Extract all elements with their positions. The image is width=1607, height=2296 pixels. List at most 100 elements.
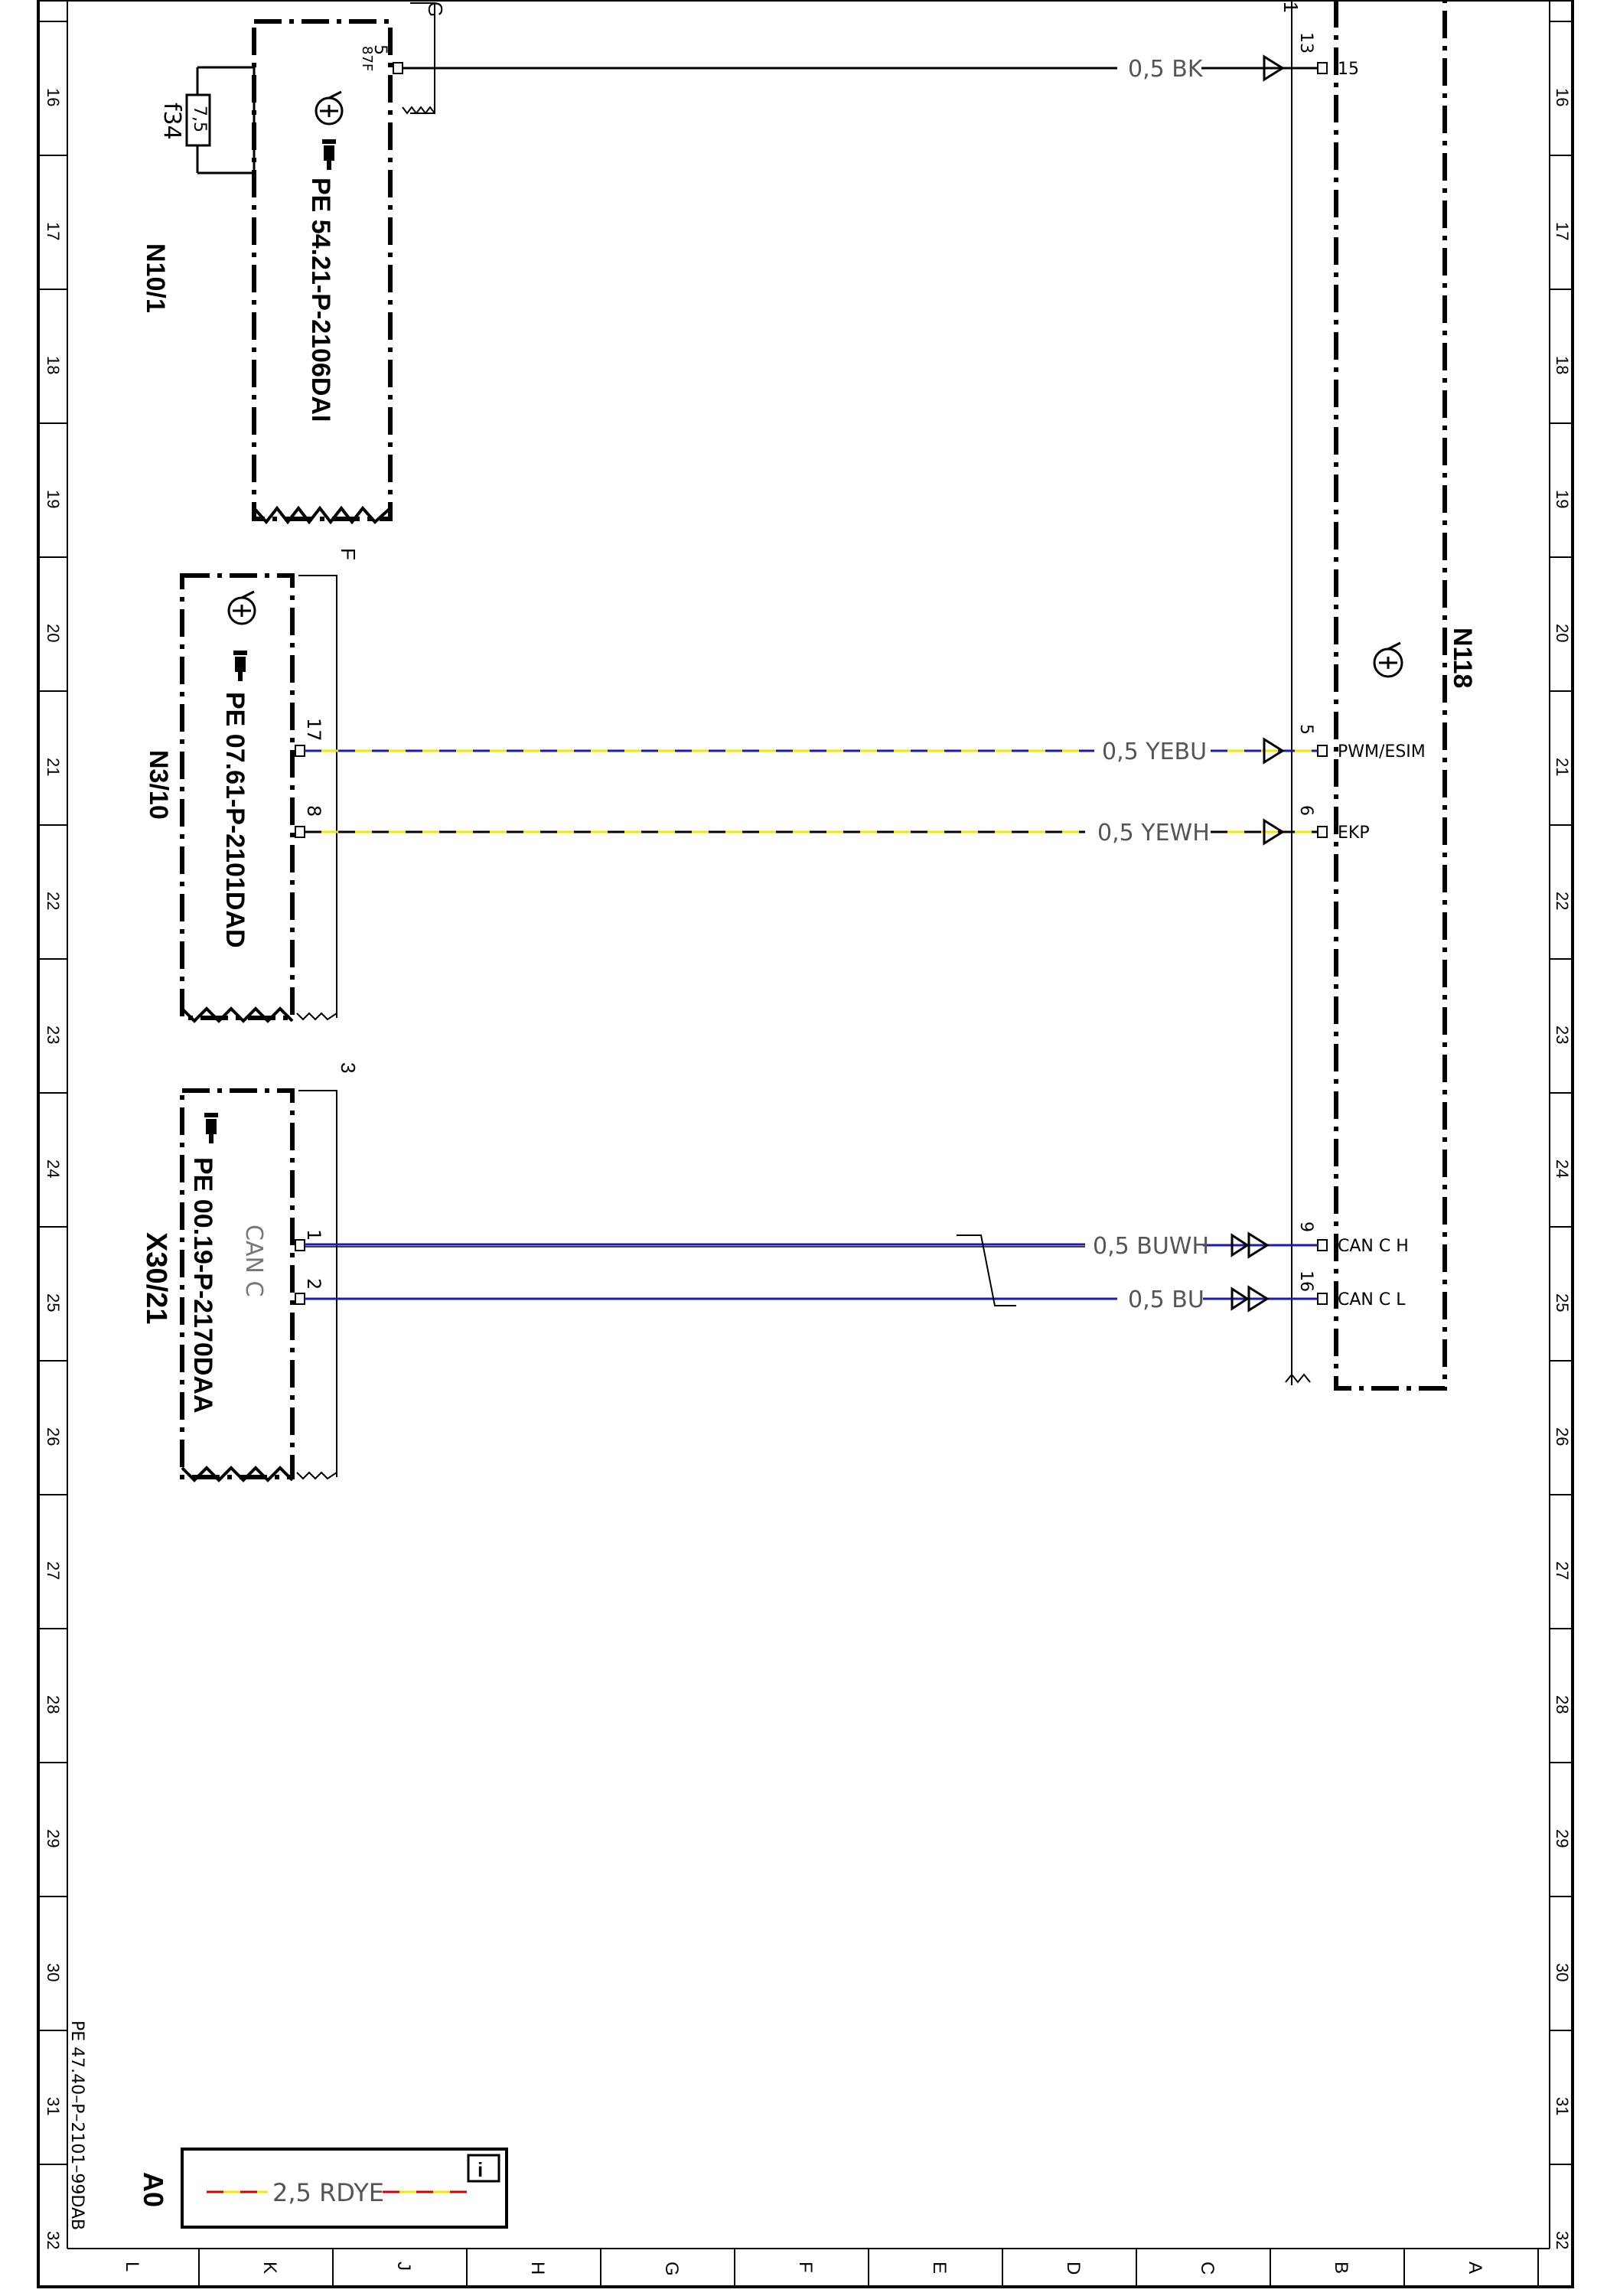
- pin-label: 15: [1338, 60, 1359, 79]
- pin-terminal: [1317, 745, 1328, 757]
- row-number: 21: [1553, 758, 1572, 776]
- pointing-hand-icon: [233, 651, 247, 681]
- row-number: 16: [1553, 88, 1572, 106]
- column-letter: E: [929, 2262, 950, 2274]
- column-letters: L K J H G F E D C B A: [122, 2262, 1485, 2276]
- pin-terminal: [295, 745, 305, 757]
- pin-label: EKP: [1338, 823, 1370, 843]
- fuse-rating: 7,5: [190, 106, 209, 132]
- pin-label: CAN C H: [1338, 1237, 1409, 1256]
- electronic-module-icon: [227, 590, 256, 625]
- cut-line: [181, 1006, 294, 1023]
- wire-direction-arrow: [1263, 737, 1285, 765]
- row-number: 17: [1553, 222, 1572, 240]
- row-number: 28: [44, 1695, 63, 1714]
- row-number: 32: [1553, 2231, 1572, 2249]
- cut-line: [253, 505, 392, 525]
- column-letter: B: [1331, 2262, 1351, 2274]
- row-number: 24: [1553, 1159, 1572, 1178]
- row-number: 29: [44, 1829, 63, 1848]
- pin-number: 17: [303, 718, 324, 742]
- cut-letter: F: [337, 548, 360, 560]
- row-number: 22: [44, 892, 63, 910]
- legend-wire-label: 2,5 RDYE: [272, 2178, 384, 2207]
- fuse-id: f34: [158, 103, 185, 140]
- row-number: 19: [44, 490, 63, 508]
- connector-bracket: [410, 2, 435, 114]
- pin-number: 8: [303, 805, 324, 817]
- pin-number: 6: [1296, 805, 1315, 816]
- row-number: 19: [1553, 490, 1572, 508]
- row-number: 31: [1553, 2097, 1572, 2115]
- pin-number: 5: [370, 44, 390, 55]
- wire-direction-arrow: [1263, 54, 1285, 82]
- pin-terminal: [295, 826, 305, 838]
- row-grid-ticks: [38, 21, 1573, 2165]
- component-n10-1: G 7,5 f34 5 87F PE 54.21-P-2106DAI N10/1: [141, 2, 447, 525]
- electronic-module-icon: [315, 90, 344, 126]
- cut-mark: [296, 1471, 337, 1480]
- wire-buwh: 0,5 BUWH: [305, 1231, 1318, 1260]
- row-number: 20: [44, 624, 63, 642]
- pin-number: 16: [1296, 1270, 1315, 1292]
- connector-bracket: [298, 575, 337, 1018]
- electronic-module-icon: [1373, 641, 1403, 678]
- pin-terminal: [295, 1239, 305, 1251]
- pin-terminal: [1317, 1293, 1328, 1305]
- pin-number: 13: [1296, 32, 1315, 54]
- row-number: 21: [44, 758, 63, 776]
- pin-number: 2: [303, 1278, 324, 1290]
- row-number: 23: [44, 1026, 63, 1044]
- top-marker: 1: [1279, 2, 1302, 12]
- row-number: 26: [44, 1427, 63, 1446]
- cut-line: [181, 1466, 294, 1482]
- row-number: 25: [44, 1293, 63, 1312]
- page-reference: PE 47.40–P–2101–99DAB: [67, 2020, 86, 2230]
- pointing-hand-icon: [204, 1113, 218, 1143]
- row-number: 31: [44, 2097, 63, 2115]
- component-id: X30/21: [140, 1232, 172, 1324]
- row-number: 22: [1553, 892, 1572, 910]
- cut-letter: G: [424, 2, 447, 17]
- wire-label: 0,5 BU: [1128, 1287, 1204, 1313]
- sheet-id: A0: [138, 2172, 169, 2207]
- component-outline: [180, 573, 295, 1020]
- column-letter: C: [1197, 2262, 1217, 2275]
- row-numbers-left: 16 17 18 19 20 21 22 23 24 25 26 27 28 2…: [44, 88, 63, 2249]
- row-number: 23: [1553, 1026, 1572, 1044]
- pointing-hand-icon: [322, 139, 336, 170]
- wire-yewh: 0,5 YEWH: [305, 818, 1318, 846]
- wire-color-legend: 2,5 RDYE i A0: [138, 2148, 508, 2229]
- pin-number: 9: [1296, 1221, 1315, 1232]
- wire-bu: 0,5 BU: [305, 1285, 1318, 1313]
- component-id: N10/1: [141, 243, 170, 313]
- column-letter: J: [393, 2262, 414, 2271]
- wire-direction-arrow: [1247, 1285, 1270, 1313]
- component-n3-10: F 17 8 PE 07.61-P-2101DAD N3/10: [144, 548, 360, 1023]
- row-number: 16: [44, 88, 63, 106]
- pin-label: CAN C L: [1338, 1290, 1406, 1309]
- pin-terminal: [1317, 826, 1328, 838]
- wire-yebu: 0,5 YEBU: [305, 737, 1318, 765]
- column-letter: A: [1465, 2262, 1485, 2274]
- wire-direction-arrow: [1231, 1233, 1250, 1257]
- bus-label: CAN C: [240, 1225, 267, 1296]
- wire-direction-arrow: [1263, 818, 1285, 846]
- twisted-pair-mark: [957, 1234, 1016, 1306]
- component-ref: PE 07.61-P-2101DAD: [220, 692, 249, 948]
- row-number: 25: [1553, 1293, 1572, 1312]
- row-number: 28: [1553, 1695, 1572, 1714]
- column-letter: H: [527, 2262, 548, 2275]
- cut-mark: [296, 1012, 337, 1021]
- component-n118: 1 N118 13 15 5 PWM/ESIM 6 EKP 9 CAN C H …: [1279, 0, 1477, 1391]
- wire-label: 0,5 BUWH: [1093, 1233, 1209, 1260]
- wire-label: 0,5 YEWH: [1097, 820, 1210, 846]
- row-numbers-right: 16 17 18 19 20 21 22 23 24 25 26 27 28 2…: [1553, 88, 1572, 2249]
- cut-mark: [402, 106, 435, 115]
- pin-terminal: [1317, 62, 1328, 74]
- column-letter: K: [259, 2262, 280, 2274]
- column-letter: F: [795, 2262, 816, 2273]
- component-outline: [180, 1088, 295, 1479]
- connector-bracket: [298, 1090, 337, 1477]
- wire-label: 0,5 YEBU: [1102, 739, 1207, 765]
